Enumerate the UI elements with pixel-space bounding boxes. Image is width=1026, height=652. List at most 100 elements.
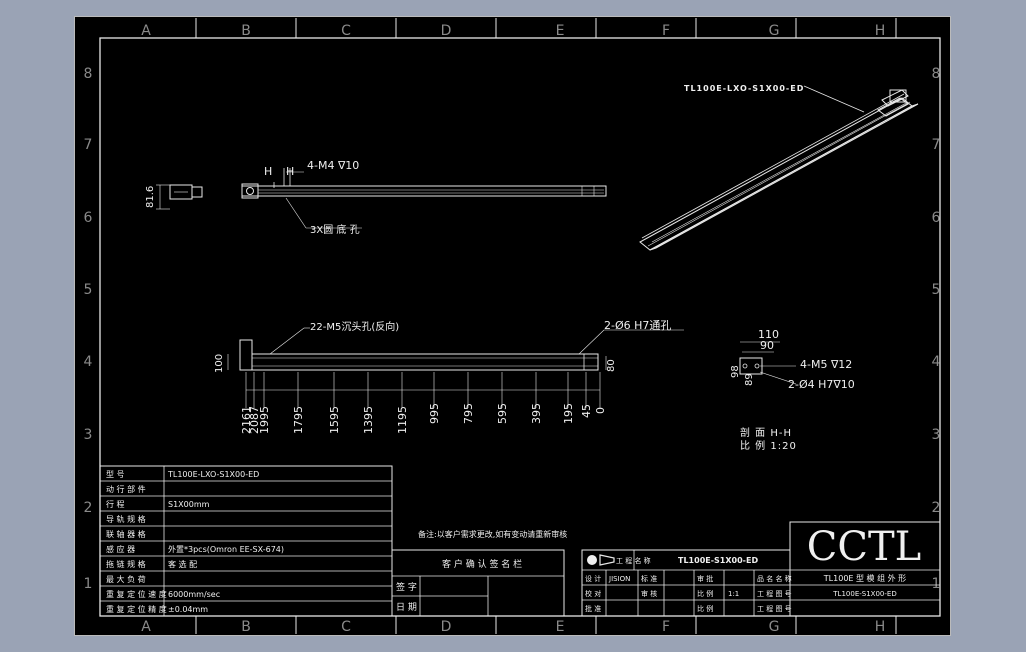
counterbore-callout: 22-M5沉头孔(反向)	[310, 320, 399, 333]
front-view: 100 80 22-M5沉头孔(反向) 2-Ø6 H7通孔 2161 2087 …	[214, 319, 684, 434]
section-dim-98: 98	[730, 365, 741, 378]
svg-text:C: C	[341, 619, 351, 635]
drawing-sheet: A B C D E F G H A B C D E F G H 8 7 6 5 …	[74, 16, 951, 636]
svg-text:重 复 定 位 精 度: 重 复 定 位 精 度	[106, 604, 167, 614]
svg-text:3: 3	[932, 427, 941, 443]
svg-text:JISION: JISION	[608, 575, 630, 583]
spec-table: 型 号 TL100E-LXO-S1X00-ED 动 行 部 件 行 程 S1X00m…	[99, 465, 393, 617]
svg-text:A: A	[141, 23, 151, 39]
svg-text:1195: 1195	[396, 406, 409, 434]
svg-text:设 计: 设 计	[585, 574, 601, 583]
svg-text:日 期: 日 期	[396, 602, 417, 613]
section-screw-callout: 4-M5 ∇12	[800, 358, 852, 371]
svg-text:H: H	[875, 23, 886, 39]
screw-callout-top: 4-M4 ∇10	[307, 159, 359, 172]
svg-text:H: H	[264, 165, 272, 178]
bottom-hole-note: 3X圆 底 孔	[310, 223, 360, 236]
drawing-number: TL100E-S1X00-ED	[678, 556, 758, 565]
svg-text:重 复 定 位 速 度: 重 复 定 位 速 度	[106, 589, 167, 599]
svg-text:动 行 部 件: 动 行 部 件	[106, 484, 146, 494]
hole-position-labels: 2161 2087 1995 1795 1595 1395 1195 995 7…	[240, 403, 607, 434]
svg-text:感 应 器: 感 应 器	[106, 544, 135, 554]
svg-text:拖 链 规 格: 拖 链 规 格	[106, 559, 146, 569]
model-label: TL100E-LXO-S1X00-ED	[684, 84, 804, 93]
title-block: 工 程 名 称 TL100E-S1X00-ED 设 计 JISION 标 准 审…	[581, 521, 941, 617]
svg-text:标 准: 标 准	[641, 574, 657, 583]
svg-text:联 轴 器 格: 联 轴 器 格	[106, 529, 146, 539]
zone-columns-top: A B C D E F G H	[141, 23, 885, 39]
svg-text:最 大 负 荷: 最 大 负 荷	[106, 574, 146, 584]
dim-100: 100	[214, 354, 225, 373]
section-scale: 比 例 1:20	[740, 439, 797, 452]
svg-text:B: B	[241, 23, 251, 39]
end-view-small: 81.6	[145, 184, 203, 210]
svg-text:7: 7	[84, 137, 93, 153]
svg-text:品 名 名 称: 品 名 名 称	[757, 574, 792, 583]
svg-text:1:1: 1:1	[728, 590, 739, 598]
zone-ticks	[195, 18, 897, 634]
outer-frame	[74, 16, 951, 636]
part-number: TL100E-S1X00-ED	[832, 590, 896, 598]
svg-text:1595: 1595	[328, 406, 341, 434]
dim-80: 80	[606, 359, 617, 372]
dim-81-6: 81.6	[145, 186, 156, 208]
svg-text:F: F	[662, 23, 670, 39]
section-title: 剖 面 H-H	[740, 426, 792, 439]
svg-text:C: C	[341, 23, 351, 39]
svg-text:6000mm/sec: 6000mm/sec	[168, 590, 220, 599]
svg-text:导 轨 规 格: 导 轨 规 格	[106, 514, 146, 524]
svg-text:行 程: 行 程	[106, 499, 125, 509]
svg-text:4: 4	[84, 354, 93, 370]
svg-text:45: 45	[580, 404, 593, 418]
svg-text:S1X00mm: S1X00mm	[168, 500, 210, 509]
svg-text:审 批: 审 批	[697, 574, 713, 583]
svg-text:595: 595	[496, 403, 509, 424]
svg-text:校 对: 校 对	[585, 589, 601, 598]
svg-text:1: 1	[84, 576, 93, 592]
svg-text:E: E	[556, 619, 565, 635]
svg-text:6: 6	[84, 210, 93, 226]
svg-text:客 选 配: 客 选 配	[168, 559, 197, 569]
zone-columns-bottom: A B C D E F G H	[141, 619, 885, 635]
cad-drawing: A B C D E F G H A B C D E F G H 8 7 6 5 …	[74, 16, 951, 636]
svg-text:0: 0	[594, 407, 607, 414]
svg-text:比 例: 比 例	[697, 589, 713, 598]
svg-text:795: 795	[462, 403, 475, 424]
revision-note: 备注:以客户需求更改,如有变动请重新审核	[418, 529, 567, 539]
svg-text:195: 195	[562, 403, 575, 424]
svg-text:签 字: 签 字	[396, 581, 417, 593]
svg-text:7: 7	[932, 137, 941, 153]
svg-text:客 户 确 认 签 名 栏: 客 户 确 认 签 名 栏	[442, 558, 522, 570]
section-dim-89: 89	[744, 373, 755, 386]
svg-text:E: E	[556, 23, 565, 39]
svg-text:1995: 1995	[258, 406, 271, 434]
pin-hole-callout: 2-Ø6 H7通孔	[604, 319, 671, 332]
svg-text:G: G	[769, 619, 780, 635]
svg-text:工 程 图 号: 工 程 图 号	[757, 604, 792, 613]
section-dim-90: 90	[760, 339, 774, 352]
svg-text:TL100E-LXO-S1X00-ED: TL100E-LXO-S1X00-ED	[167, 470, 259, 479]
svg-text:型 号: 型 号	[106, 470, 125, 479]
svg-text:G: G	[769, 23, 780, 39]
svg-text:8: 8	[84, 66, 93, 82]
svg-text:2161: 2161	[240, 406, 253, 434]
svg-text:2: 2	[84, 500, 93, 516]
company-logo: CCTL	[807, 524, 921, 570]
isometric-view: TL100E-LXO-S1X00-ED	[639, 84, 919, 251]
svg-text:5: 5	[932, 282, 941, 298]
svg-text:D: D	[441, 619, 452, 635]
svg-text:工 程 图 号: 工 程 图 号	[757, 589, 792, 598]
svg-text:395: 395	[530, 403, 543, 424]
svg-text:8: 8	[932, 66, 941, 82]
zone-rows-right: 8 7 6 5 4 3 2 1	[932, 66, 941, 592]
svg-text:±0.04mm: ±0.04mm	[168, 605, 208, 614]
top-view: H H 4-M4 ∇10 3X圆 底 孔	[241, 159, 607, 236]
svg-text:H: H	[875, 619, 886, 635]
svg-text:A: A	[141, 619, 151, 635]
projection-symbol-icon	[587, 555, 597, 565]
svg-text:6: 6	[932, 210, 941, 226]
svg-text:1795: 1795	[292, 406, 305, 434]
svg-text:工 程 名 称: 工 程 名 称	[616, 556, 651, 565]
svg-text:2: 2	[932, 500, 941, 516]
section-view: 110 90 98 89 4-M5 ∇12 2-Ø4 H7∇10 剖 面 H-H…	[730, 328, 855, 452]
